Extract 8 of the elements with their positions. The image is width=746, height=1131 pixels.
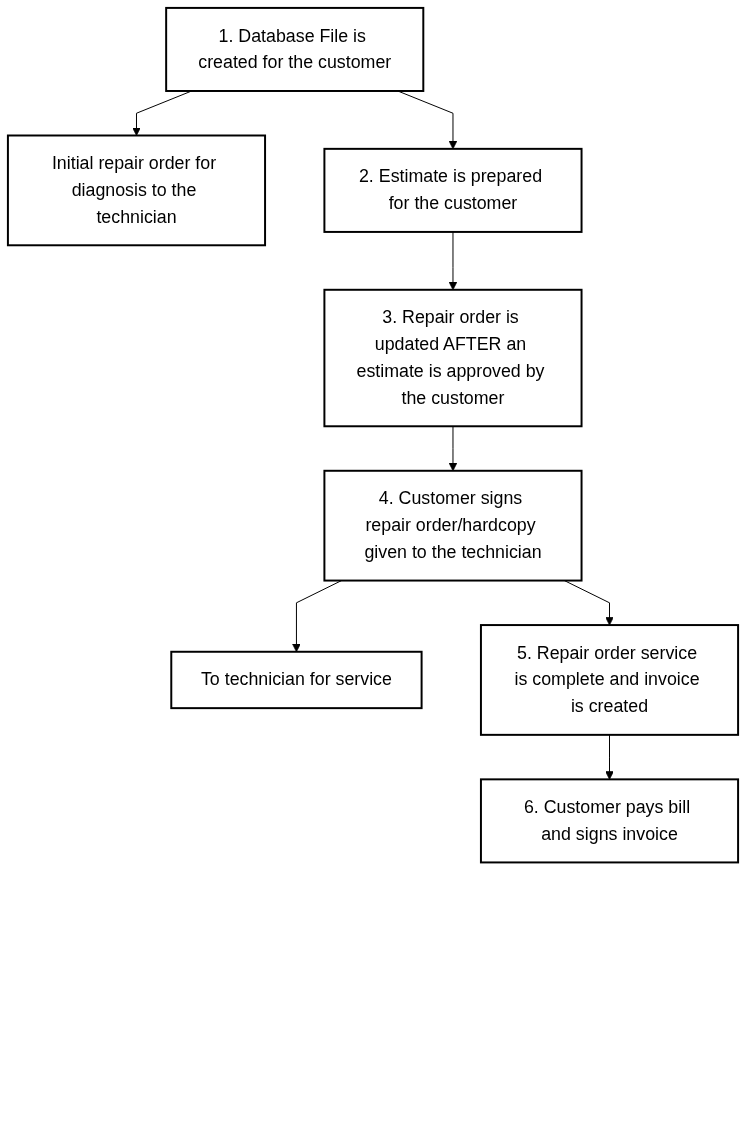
node-box: 1. Database File is created for the customer <box>165 6 425 92</box>
node-box: 2. Estimate is prepared for the customer <box>323 147 583 233</box>
node-box: 3. Repair order is updated AFTER an estimate is approved by the customer <box>323 288 583 428</box>
node-box: 5. Repair order service is complete and invoice is created <box>479 624 740 736</box>
node-box: Initial repair order for diagnosis to the technician <box>6 134 267 247</box>
node-box: 4. Customer signs repair order/hardcopy given to the technician <box>323 469 583 582</box>
node-box: To technician for service <box>170 650 423 710</box>
node-box: 6. Customer pays bill and signs invoice <box>479 778 740 864</box>
